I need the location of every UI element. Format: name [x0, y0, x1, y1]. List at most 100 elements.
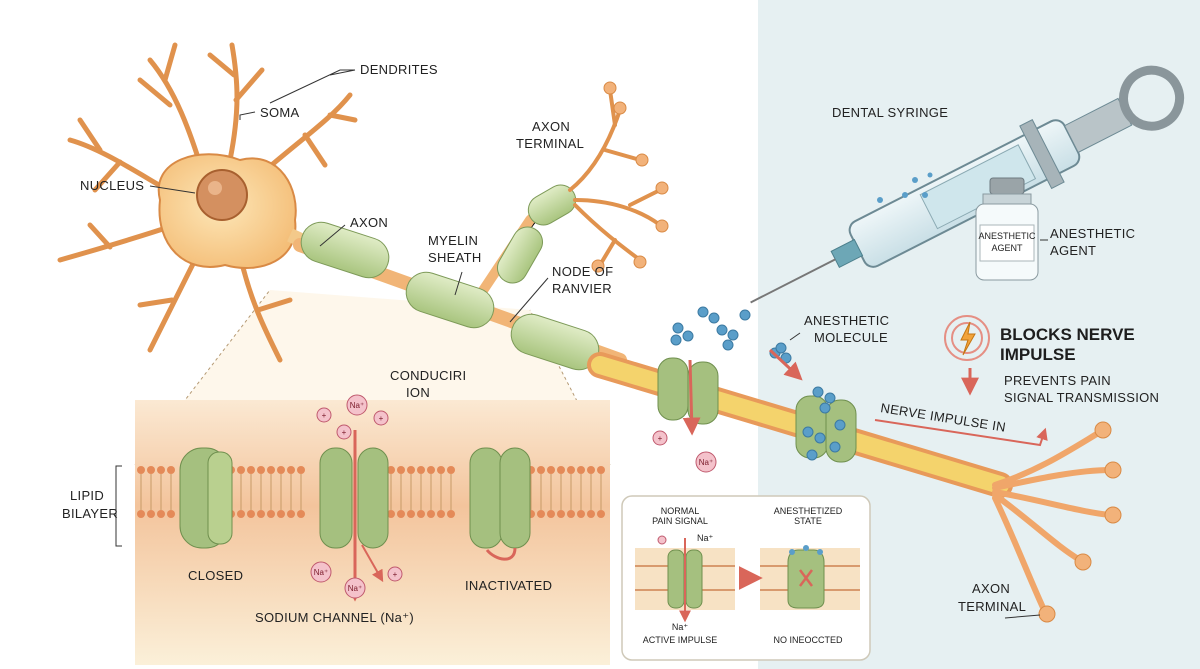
- node-label-2: RANVIER: [552, 281, 612, 296]
- nucleus: [196, 169, 248, 221]
- axon-terminal-bottom-label-1: AXON: [972, 581, 1010, 596]
- no-impulse-label: NO INEOCCTED: [773, 635, 843, 645]
- alert-ring-inner: [951, 322, 983, 354]
- sodium-ions-bottom: Na⁺ Na⁺ +: [310, 561, 403, 599]
- dendrites-label: DENDRITES: [360, 62, 438, 77]
- sodium-flow-arrow-2: [361, 544, 384, 583]
- prevents-label-2: SIGNAL TRANSMISSION: [1004, 390, 1159, 405]
- nerve-impulse-arrow: [874, 419, 1048, 447]
- lipid-heads-top: [137, 466, 605, 474]
- anesthetic-molecule-leader: [789, 332, 801, 341]
- molecule-arrow: [768, 348, 803, 381]
- conduction-label-1: CONDUCIRI: [390, 368, 466, 383]
- anesthetized-label-1: ANESTHETIZED: [774, 506, 843, 516]
- inset-channel-open-left: [667, 549, 685, 609]
- inset-na-label-top: Na⁺: [697, 533, 714, 543]
- svg-text:Na⁺: Na⁺: [314, 568, 328, 577]
- lipid-bracket: [115, 465, 122, 547]
- node-leader: [509, 277, 549, 323]
- dental-syringe-label: DENTAL SYRINGE: [832, 105, 948, 120]
- axon-terminal-bottom-label-2: TERMINAL: [958, 599, 1026, 614]
- axon-terminal-right-branches: [992, 429, 1113, 615]
- nucleus-leader: [149, 185, 196, 194]
- dental-syringe: [750, 65, 1185, 304]
- inset-na-label-bottom: Na⁺: [672, 622, 689, 632]
- syringe-thumb-ring: [1119, 65, 1185, 131]
- inset-block-x: [799, 569, 813, 587]
- lipid-label-2: BILAYER: [62, 506, 118, 521]
- myelin-segment-4: [497, 226, 543, 284]
- myelin-segment-5: [527, 184, 577, 226]
- normal-label-1: NORMAL: [661, 506, 700, 516]
- normal-label-2: PAIN SIGNAL: [652, 516, 708, 526]
- comparison-inset: [621, 495, 871, 661]
- myelin-label-2: SHEATH: [428, 250, 482, 265]
- axon-terminal-right-bulbs: [1038, 421, 1122, 623]
- axon-ion-plus: [652, 430, 668, 446]
- axon-ion-na: [695, 451, 717, 473]
- axon-terminal-top-label-1: AXON: [532, 119, 570, 134]
- anesthetic-vial: ANESTHETIC AGENT: [975, 177, 1039, 281]
- blocks-callout: [944, 315, 990, 396]
- inactivated-label: INACTIVATED: [465, 578, 552, 593]
- lightning-icon: [960, 321, 976, 356]
- anesthetic-agent-label-1: ANESTHETIC: [1050, 226, 1135, 241]
- node-label-1: NODE OF: [552, 264, 613, 279]
- anesthetized-label-2: STATE: [794, 516, 822, 526]
- svg-text:+: +: [322, 411, 327, 420]
- closed-label: CLOSED: [188, 568, 243, 583]
- anesthetic-molecule-label-2: MOLECULE: [814, 330, 888, 345]
- blocks-label-1: BLOCKS NERVE: [1000, 325, 1135, 344]
- nucleus-label: NUCLEUS: [80, 178, 144, 193]
- membrane-zoom: + + Na⁺ + Na⁺ Na⁺ + LIPID BILAYER CLOSED…: [62, 289, 611, 665]
- inactivation-gate: [485, 547, 517, 561]
- svg-text:Na⁺: Na⁺: [350, 401, 364, 410]
- svg-text:+: +: [658, 434, 663, 443]
- axon-terminal-bottom-leader: [1004, 614, 1041, 619]
- myelin-segment-1: [300, 221, 390, 279]
- inset-ion: [657, 535, 667, 545]
- axon-leader: [319, 224, 346, 247]
- sodium-ions-top: + + Na⁺ +: [316, 394, 389, 440]
- syringe-bubbles: [877, 172, 933, 203]
- svg-text:Na⁺: Na⁺: [348, 584, 362, 593]
- inset-channel-open-right: [685, 549, 703, 609]
- svg-text:+: +: [393, 570, 398, 579]
- sodium-channel-open: [319, 447, 389, 549]
- sodium-channel-closed: [179, 447, 233, 549]
- nucleolus: [208, 181, 222, 195]
- active-impulse-label: ACTIVE IMPULSE: [643, 635, 718, 645]
- myelin-label-1: MYELIN: [428, 233, 478, 248]
- axon-label: AXON: [350, 215, 388, 230]
- vial-label-1: ANESTHETIC: [978, 231, 1036, 241]
- sodium-channel-label: SODIUM CHANNEL (Na⁺): [255, 610, 414, 625]
- anesthetic-molecules: [670, 306, 846, 461]
- lipid-heads-bottom: [137, 510, 605, 518]
- axon-terminal-top-label-2: TERMINAL: [516, 136, 584, 151]
- dendrites-leader: [269, 69, 356, 104]
- anesthetic-molecule-label-1: ANESTHETIC: [804, 313, 889, 328]
- axon-na-arrow: [682, 359, 701, 436]
- myelin-segments: [300, 184, 600, 371]
- soma-label: SOMA: [260, 105, 300, 120]
- syringe-flange: [1019, 119, 1065, 190]
- vial-cap: [989, 177, 1025, 195]
- vial-neck: [982, 193, 1032, 205]
- prevents-label-1: PREVENTS PAIN: [1004, 373, 1111, 388]
- axon-channel-open: [657, 357, 719, 425]
- axon-terminal-top-branches: [568, 88, 662, 267]
- svg-text:+: +: [342, 428, 347, 437]
- svg-text:+: +: [379, 414, 384, 423]
- conduction-label-2: ION: [406, 385, 430, 400]
- soma-leader: [239, 111, 256, 120]
- vial-label-box: [979, 224, 1035, 262]
- svg-text:Na⁺: Na⁺: [699, 458, 713, 467]
- syringe-needle: [750, 258, 836, 304]
- anesthetic-agent-label-2: AGENT: [1050, 243, 1096, 258]
- blocks-label-2: IMPULSE: [1000, 345, 1076, 364]
- vial-label-2: AGENT: [991, 243, 1023, 253]
- myelin-leader: [454, 271, 463, 296]
- alert-ring-outer: [944, 315, 990, 361]
